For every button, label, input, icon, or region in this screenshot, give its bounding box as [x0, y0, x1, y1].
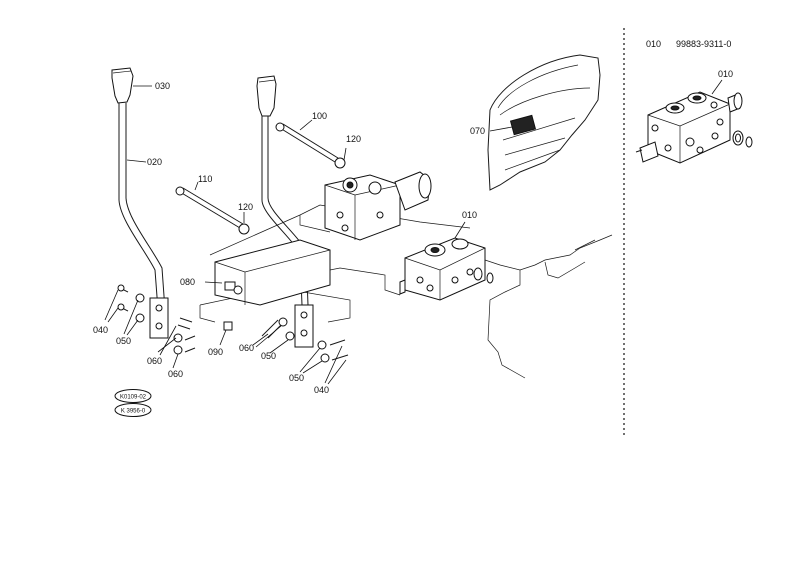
detail-part-code: 99883-9311-0 [676, 39, 731, 49]
bolt-part-100 [275, 122, 339, 163]
label-010: 010 [462, 210, 477, 220]
label-090: 090 [208, 347, 223, 357]
label-110: 110 [198, 174, 212, 184]
label-060a: 060 [147, 356, 162, 366]
label-060c: 060 [239, 343, 254, 353]
label-080: 080 [180, 277, 195, 287]
fender-part-070 [487, 54, 601, 191]
hardware-left [117, 284, 233, 355]
hardware-right [261, 317, 349, 363]
label-050b: 050 [261, 351, 276, 361]
label-120a: 120 [346, 134, 361, 144]
label-100: 100 [312, 111, 327, 121]
detail-label-010: 010 [718, 69, 733, 79]
catalog-stamps: K0109-02 K 3956-0 [114, 389, 152, 417]
label-050a: 050 [116, 336, 131, 346]
label-050c: 050 [289, 373, 304, 383]
valve-detail-drawing [635, 91, 753, 164]
control-valve-upper [324, 171, 432, 241]
lever-middle [256, 75, 314, 348]
bracket-part-080 [214, 239, 331, 306]
stamp-top-text: K0109-02 [120, 395, 147, 401]
label-020: 020 [147, 157, 162, 167]
bolt-part-110 [175, 186, 244, 229]
label-040b: 040 [314, 385, 329, 395]
detail-panel: 010 99883-9311-0 010 [635, 39, 753, 164]
lever-left-part-020 [111, 67, 169, 339]
nut-part-120a [334, 157, 346, 169]
label-120b: 120 [238, 202, 253, 212]
label-040a: 040 [93, 325, 108, 335]
detail-part-number: 010 [646, 39, 661, 49]
stamp-bottom-text: K 3956-0 [121, 409, 146, 415]
label-030: 030 [155, 81, 170, 91]
label-070: 070 [470, 126, 485, 136]
label-060b: 060 [168, 369, 183, 379]
callouts-main: 030 020 100 120 110 120 070 010 080 040 … [93, 81, 513, 395]
nut-part-120b [238, 223, 250, 235]
valve-part-010 [399, 237, 494, 301]
